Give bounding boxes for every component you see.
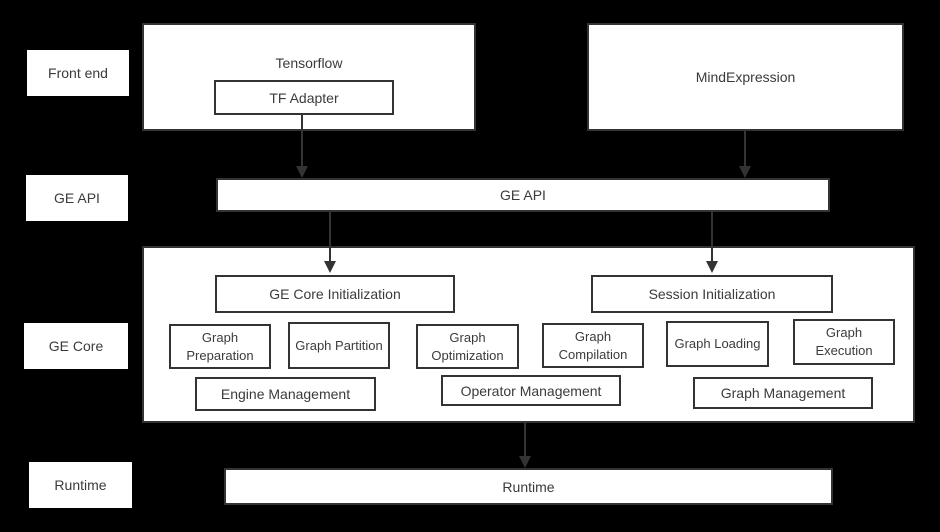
management-box-engine: Engine Management [195,377,376,411]
stage-box-graph-compilation: Graph Compilation [542,323,644,368]
ge-api-bar: GE API [216,178,830,212]
arrow-tf-adapter-to-ge-api [296,113,308,178]
arrow-shaft [524,423,526,456]
runtime-bar: Runtime [224,468,833,505]
stage-box-graph-execution: Graph Execution [793,319,895,365]
arrow-head-icon [706,261,718,273]
mindexpression-box: MindExpression [587,23,904,131]
session-initialization-box: Session Initialization [591,275,833,313]
arrow-ge-api-to-ge-core-initialization [324,212,336,273]
arrow-shaft [744,131,746,166]
stage-box-graph-preparation: Graph Preparation [169,324,271,369]
arrow-ge-api-to-session-initialization [706,212,718,273]
arrow-head-icon [296,166,308,178]
arrow-head-icon [739,166,751,178]
ge-core-initialization-box: GE Core Initialization [215,275,455,313]
row-label-runtime: Runtime [29,462,132,508]
row-label-ge-api: GE API [26,175,128,221]
arrow-shaft [329,212,331,261]
tf-adapter-box: TF Adapter [214,80,394,115]
arrow-head-icon [519,456,531,468]
arrow-ge-core-to-runtime [519,423,531,468]
management-box-operator: Operator Management [441,375,621,406]
tensorflow-label: Tensorflow [275,55,343,71]
arrow-shaft [711,212,713,261]
row-label-front-end: Front end [27,50,129,96]
arrow-head-icon [324,261,336,273]
tensorflow-box: Tensorflow TF Adapter [142,23,476,131]
arrow-shaft [301,113,303,166]
stage-box-graph-partition: Graph Partition [288,322,390,369]
stage-box-graph-optimization: Graph Optimization [416,324,519,369]
row-label-ge-core: GE Core [24,323,128,369]
ge-core-box: GE Core Initialization Session Initializ… [142,246,915,423]
stage-box-graph-loading: Graph Loading [666,321,769,367]
arrow-mindexpression-to-ge-api [739,131,751,178]
management-box-graph: Graph Management [693,377,873,409]
